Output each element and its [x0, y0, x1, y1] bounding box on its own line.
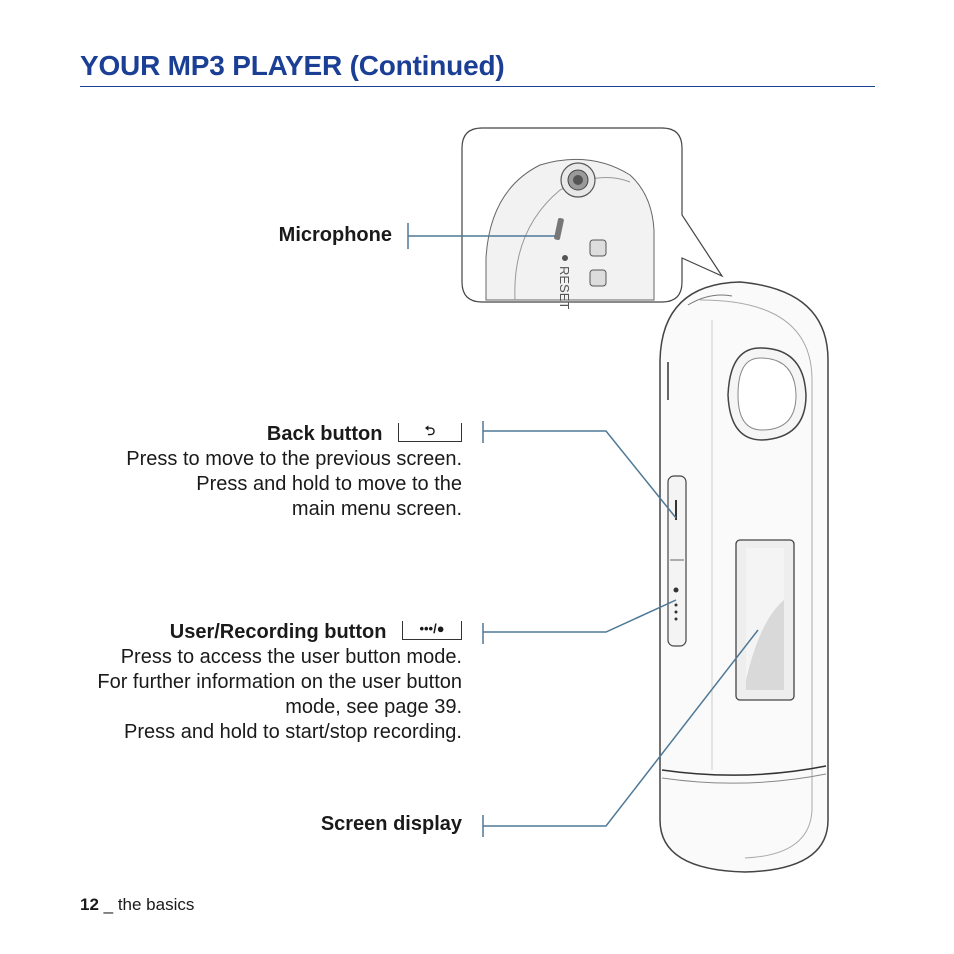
microphone-zoom-callout: RESET — [461, 127, 724, 309]
screen-display-label: Screen display — [320, 813, 462, 835]
leader-lines — [407, 223, 759, 837]
user-record-icon: •••/● — [402, 621, 462, 641]
back-button-callout: Back button ⮌ Press to move to the previ… — [126, 422, 462, 522]
page-number: 12 — [80, 895, 99, 914]
section-name: the basics — [117, 895, 195, 914]
microphone-hole — [554, 217, 564, 241]
back-button-desc-2: Press and hold to move to the — [196, 473, 462, 495]
page-title: YOUR MP3 PLAYER (Continued) — [80, 50, 505, 81]
page-footer: 12 _ the basics — [80, 895, 194, 915]
reset-text: RESET — [557, 266, 572, 309]
title-divider — [80, 86, 875, 87]
back-button-title: Back button — [266, 423, 383, 445]
user-button-desc-4: Press and hold to start/stop recording. — [124, 721, 462, 743]
user-button-desc-3: mode, see page 39. — [285, 696, 462, 718]
back-button-leader-line — [483, 430, 677, 519]
footer-separator: _ — [98, 895, 118, 914]
user-button-desc-1: Press to access the user button mode. — [120, 646, 462, 668]
user-button-desc-2: For further information on the user butt… — [97, 671, 462, 693]
user-button-leader-line — [483, 599, 677, 633]
microphone-label: Microphone — [278, 224, 392, 246]
user-button-callout: User/Recording button •••/● Press to acc… — [97, 620, 462, 745]
mp3-player-device — [659, 281, 829, 873]
user-button-title: User/Recording button — [169, 621, 387, 643]
back-arrow-icon: ⮌ — [398, 423, 462, 443]
back-button-desc-1: Press to move to the previous screen. — [126, 448, 462, 470]
screen-leader-line — [483, 629, 759, 827]
back-button-desc-3: main menu screen. — [291, 498, 462, 520]
